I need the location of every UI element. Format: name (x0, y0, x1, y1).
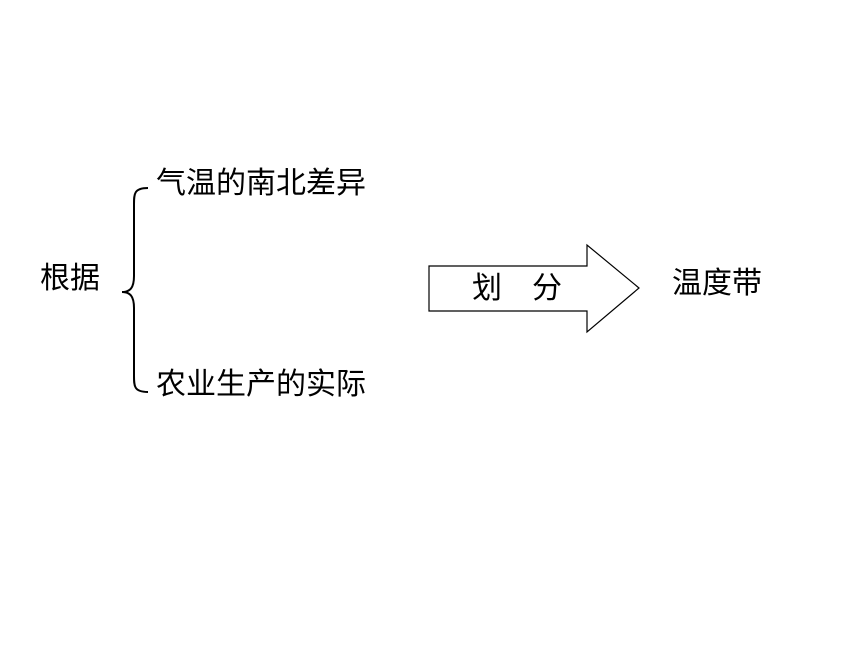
block-arrow-shape (428, 243, 640, 334)
factor-temperature: 气温的南北差异 (156, 166, 366, 201)
factor-agriculture: 农业生产的实际 (156, 367, 366, 402)
result-label: 温度带 (672, 266, 762, 301)
arrow-label: 划 分 (472, 271, 562, 306)
block-arrow (428, 243, 640, 334)
brace-path (121, 187, 149, 393)
basis-label: 根据 (40, 261, 100, 296)
curly-brace (121, 187, 149, 393)
